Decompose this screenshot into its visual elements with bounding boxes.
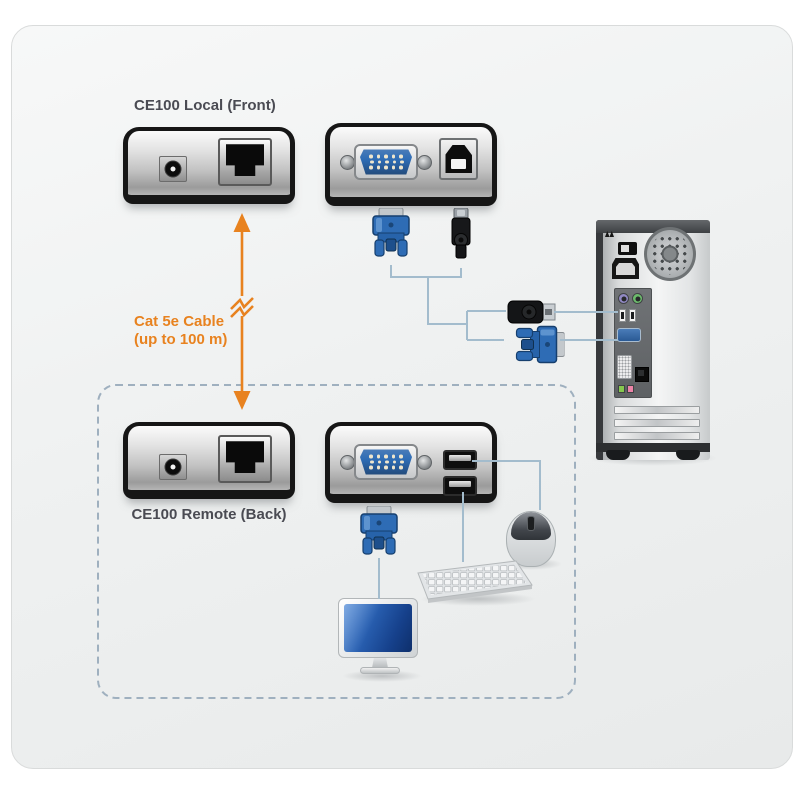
vga-connector-to-pc-icon (500, 323, 565, 367)
dc-power-jack-icon (159, 156, 187, 182)
usb-a-connector-to-pc-icon (504, 300, 556, 329)
label-remote-extender: CE100 Remote (Back) (131, 506, 287, 523)
fan-hub (661, 245, 679, 263)
usb-a-port-top-icon (443, 450, 477, 470)
ps2-keyboard-port-icon (632, 293, 643, 304)
vga-dsub (360, 449, 412, 475)
cat5e-cable-name: Cat 5e Cable (134, 313, 225, 330)
tower-bottom-band (596, 443, 710, 452)
mic-jack-icon (627, 385, 634, 393)
vga-screw-icon (340, 455, 355, 470)
rj45-port-icon (218, 435, 272, 483)
vga-dsub (360, 149, 412, 175)
ps2-mouse-port-icon (618, 293, 629, 304)
usb-b-port-icon (439, 138, 478, 180)
local-extender-back (325, 123, 497, 206)
vga-screw-icon (417, 455, 432, 470)
tower-foot (676, 450, 700, 460)
expansion-slot-cover (614, 432, 700, 440)
label-local-extender: CE100 Local (Front) (134, 97, 276, 114)
tower-top-band (596, 220, 710, 233)
usb-b-connector-local-icon (448, 207, 474, 275)
rj45-socket (226, 441, 264, 474)
usb-port-icon (619, 309, 626, 322)
monitor-icon (336, 596, 424, 680)
pc-vga-port-icon (617, 328, 641, 342)
remote-extender-back (123, 422, 295, 499)
vga-pins (360, 450, 412, 475)
fan-grille-icon (644, 227, 696, 281)
mouse-buttons (510, 512, 552, 541)
vga-plate (354, 444, 418, 480)
vga-port-icon (340, 144, 432, 180)
usb-port-icon (629, 309, 636, 322)
rj45-socket (226, 144, 264, 177)
usb-b-socket (445, 145, 472, 173)
rj45-port-icon (218, 138, 272, 186)
vga-pins (360, 150, 412, 175)
lan-port-icon (635, 367, 649, 382)
local-extender-front (123, 127, 295, 204)
cat5e-cable-limit: (up to 100 m) (134, 331, 228, 348)
label-cat5e-cable: Cat 5e Cable (up to 100 m) (134, 313, 227, 349)
vga-connector-remote-icon (357, 505, 401, 571)
vga-screw-icon (340, 155, 355, 170)
monitor-frame (338, 598, 418, 658)
dvi-port-icon (617, 355, 632, 379)
io-panel (614, 288, 652, 398)
expansion-slot-cover (614, 406, 700, 414)
ac-inlet-icon (612, 258, 639, 279)
vga-connector-local-icon (369, 207, 413, 273)
dc-power-jack-icon (159, 454, 187, 480)
power-switch-icon (618, 242, 637, 255)
vga-screw-icon (417, 155, 432, 170)
expansion-slot-cover (614, 419, 700, 427)
computer-tower (596, 220, 710, 460)
audio-out-jack-icon (618, 385, 625, 393)
monitor-screen (344, 604, 412, 652)
tower-foot (606, 450, 630, 460)
usb-a-port-bottom-icon (443, 476, 477, 496)
vga-port-icon (340, 444, 432, 480)
remote-extender-front (325, 422, 497, 503)
monitor-base (360, 667, 400, 674)
vga-plate (354, 144, 418, 180)
keyboard-icon (412, 558, 536, 609)
